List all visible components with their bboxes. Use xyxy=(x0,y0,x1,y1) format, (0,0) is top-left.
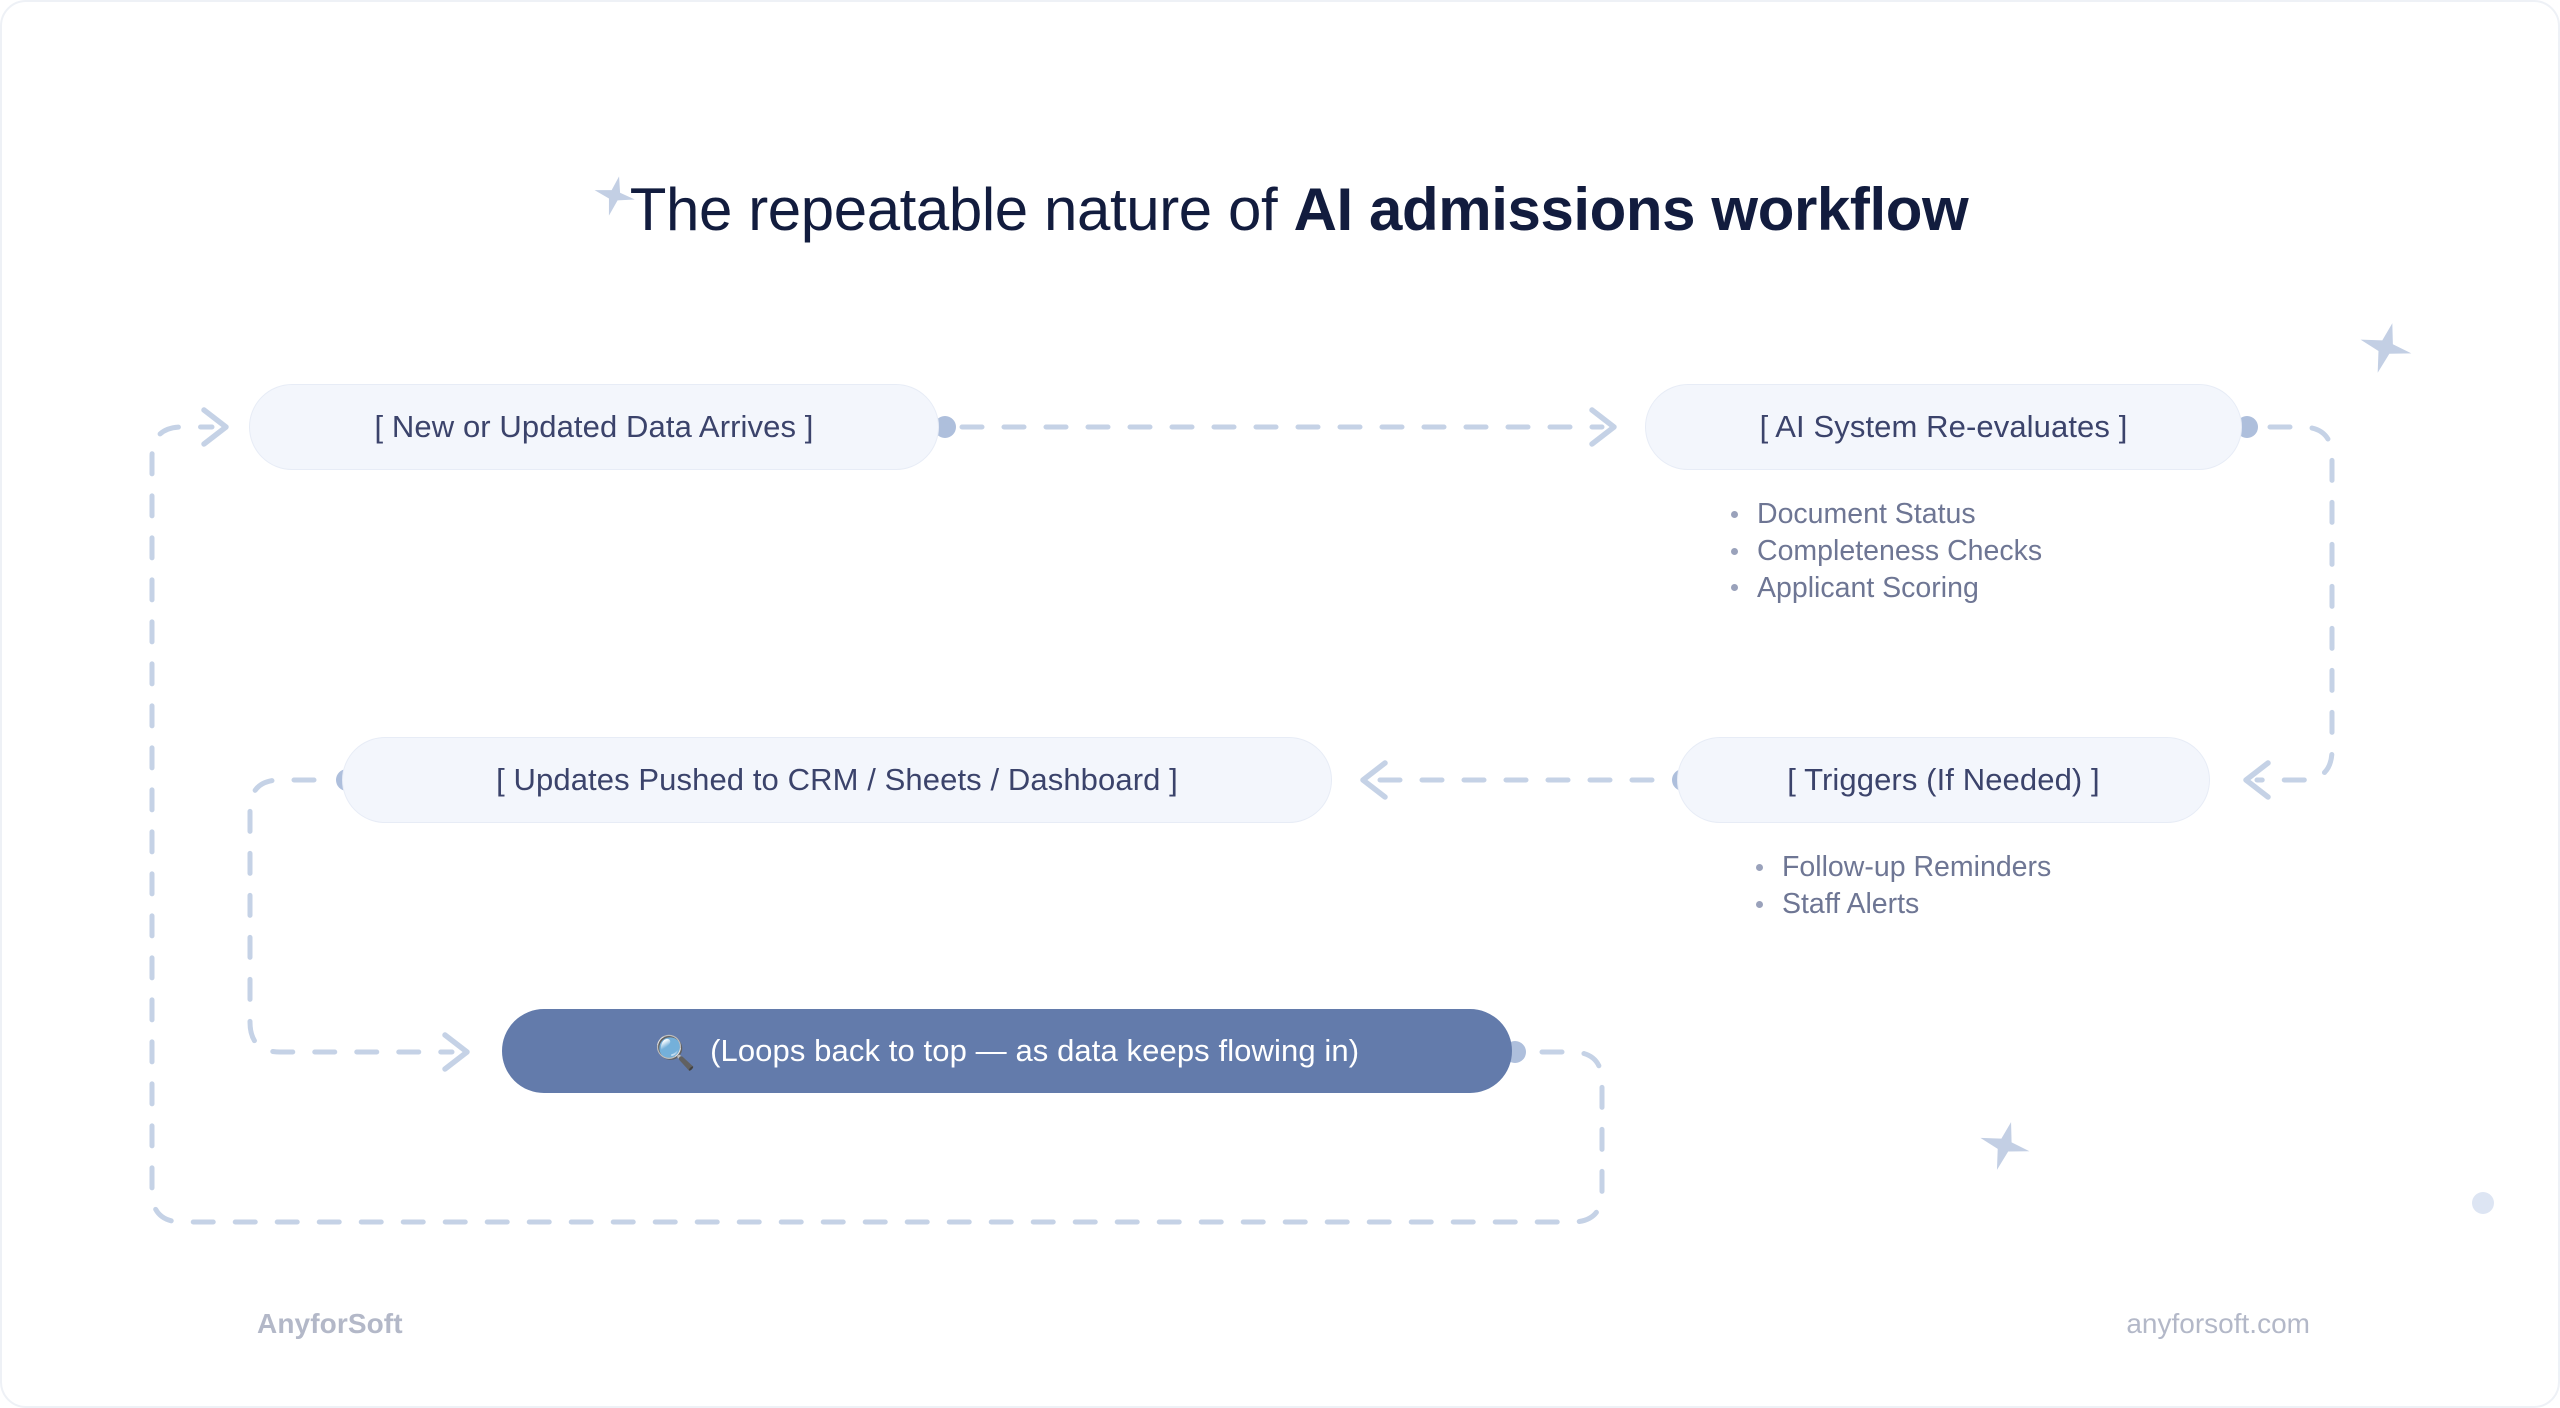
wire-loop-to-new xyxy=(149,424,1605,1225)
arrowhead-into-ai xyxy=(1589,407,1617,447)
page-title: The repeatable nature of AI admissions w… xyxy=(2,174,2558,244)
node-label: [ Triggers (If Needed) ] xyxy=(1787,762,2100,797)
magnifying-glass-icon: 🔍 xyxy=(654,1033,697,1071)
list-item: Applicant Scoring xyxy=(1727,570,2042,607)
node-label: (Loops back to top — as data keeps flowi… xyxy=(710,1033,1360,1068)
node-label: [ New or Updated Data Arrives ] xyxy=(374,409,814,444)
sparkle-star-icon xyxy=(2351,314,2419,382)
node-new-or-updated-data-arrives[interactable]: [ New or Updated Data Arrives ] xyxy=(249,384,939,470)
list-item: Completeness Checks xyxy=(1727,533,2042,570)
arrowhead-into-triggers xyxy=(2243,760,2271,800)
node-triggers-if-needed[interactable]: [ Triggers (If Needed) ] xyxy=(1677,737,2210,823)
arrowhead-into-updates xyxy=(1360,760,1388,800)
footer-website: anyforsoft.com xyxy=(2126,1308,2310,1339)
decorative-dot xyxy=(2472,1192,2494,1214)
wire-ai-to-triggers xyxy=(2254,424,2335,783)
list-item: Staff Alerts xyxy=(1752,886,2051,923)
title-emphasis: AI admissions workflow xyxy=(1293,175,1969,243)
triggers-bullet-list: Follow-up Reminders Staff Alerts xyxy=(1752,849,2051,923)
node-label: [ AI System Re-evaluates ] xyxy=(1759,409,2128,444)
list-item: Follow-up Reminders xyxy=(1752,849,2051,886)
node-label: [ Updates Pushed to CRM / Sheets / Dashb… xyxy=(496,762,1178,797)
arrowhead-into-new xyxy=(201,407,229,447)
node-updates-pushed-to-crm[interactable]: [ Updates Pushed to CRM / Sheets / Dashb… xyxy=(342,737,1332,823)
ai-system-bullet-list: Document Status Completeness Checks Appl… xyxy=(1727,496,2042,606)
footer-brand: AnyforSoft xyxy=(257,1308,403,1339)
sparkle-star-icon xyxy=(1971,1113,2036,1178)
arrowhead-into-loop xyxy=(442,1032,470,1072)
node-loops-back-to-top[interactable]: 🔍 (Loops back to top — as data keeps flo… xyxy=(502,1009,1512,1093)
title-prefix: The repeatable nature of xyxy=(629,175,1294,243)
sparkle-star-icon xyxy=(592,174,636,218)
list-item: Document Status xyxy=(1727,496,2042,533)
page-title-text: The repeatable nature of AI admissions w… xyxy=(629,175,1969,244)
node-ai-system-re-evaluates[interactable]: [ AI System Re-evaluates ] xyxy=(1645,384,2242,470)
